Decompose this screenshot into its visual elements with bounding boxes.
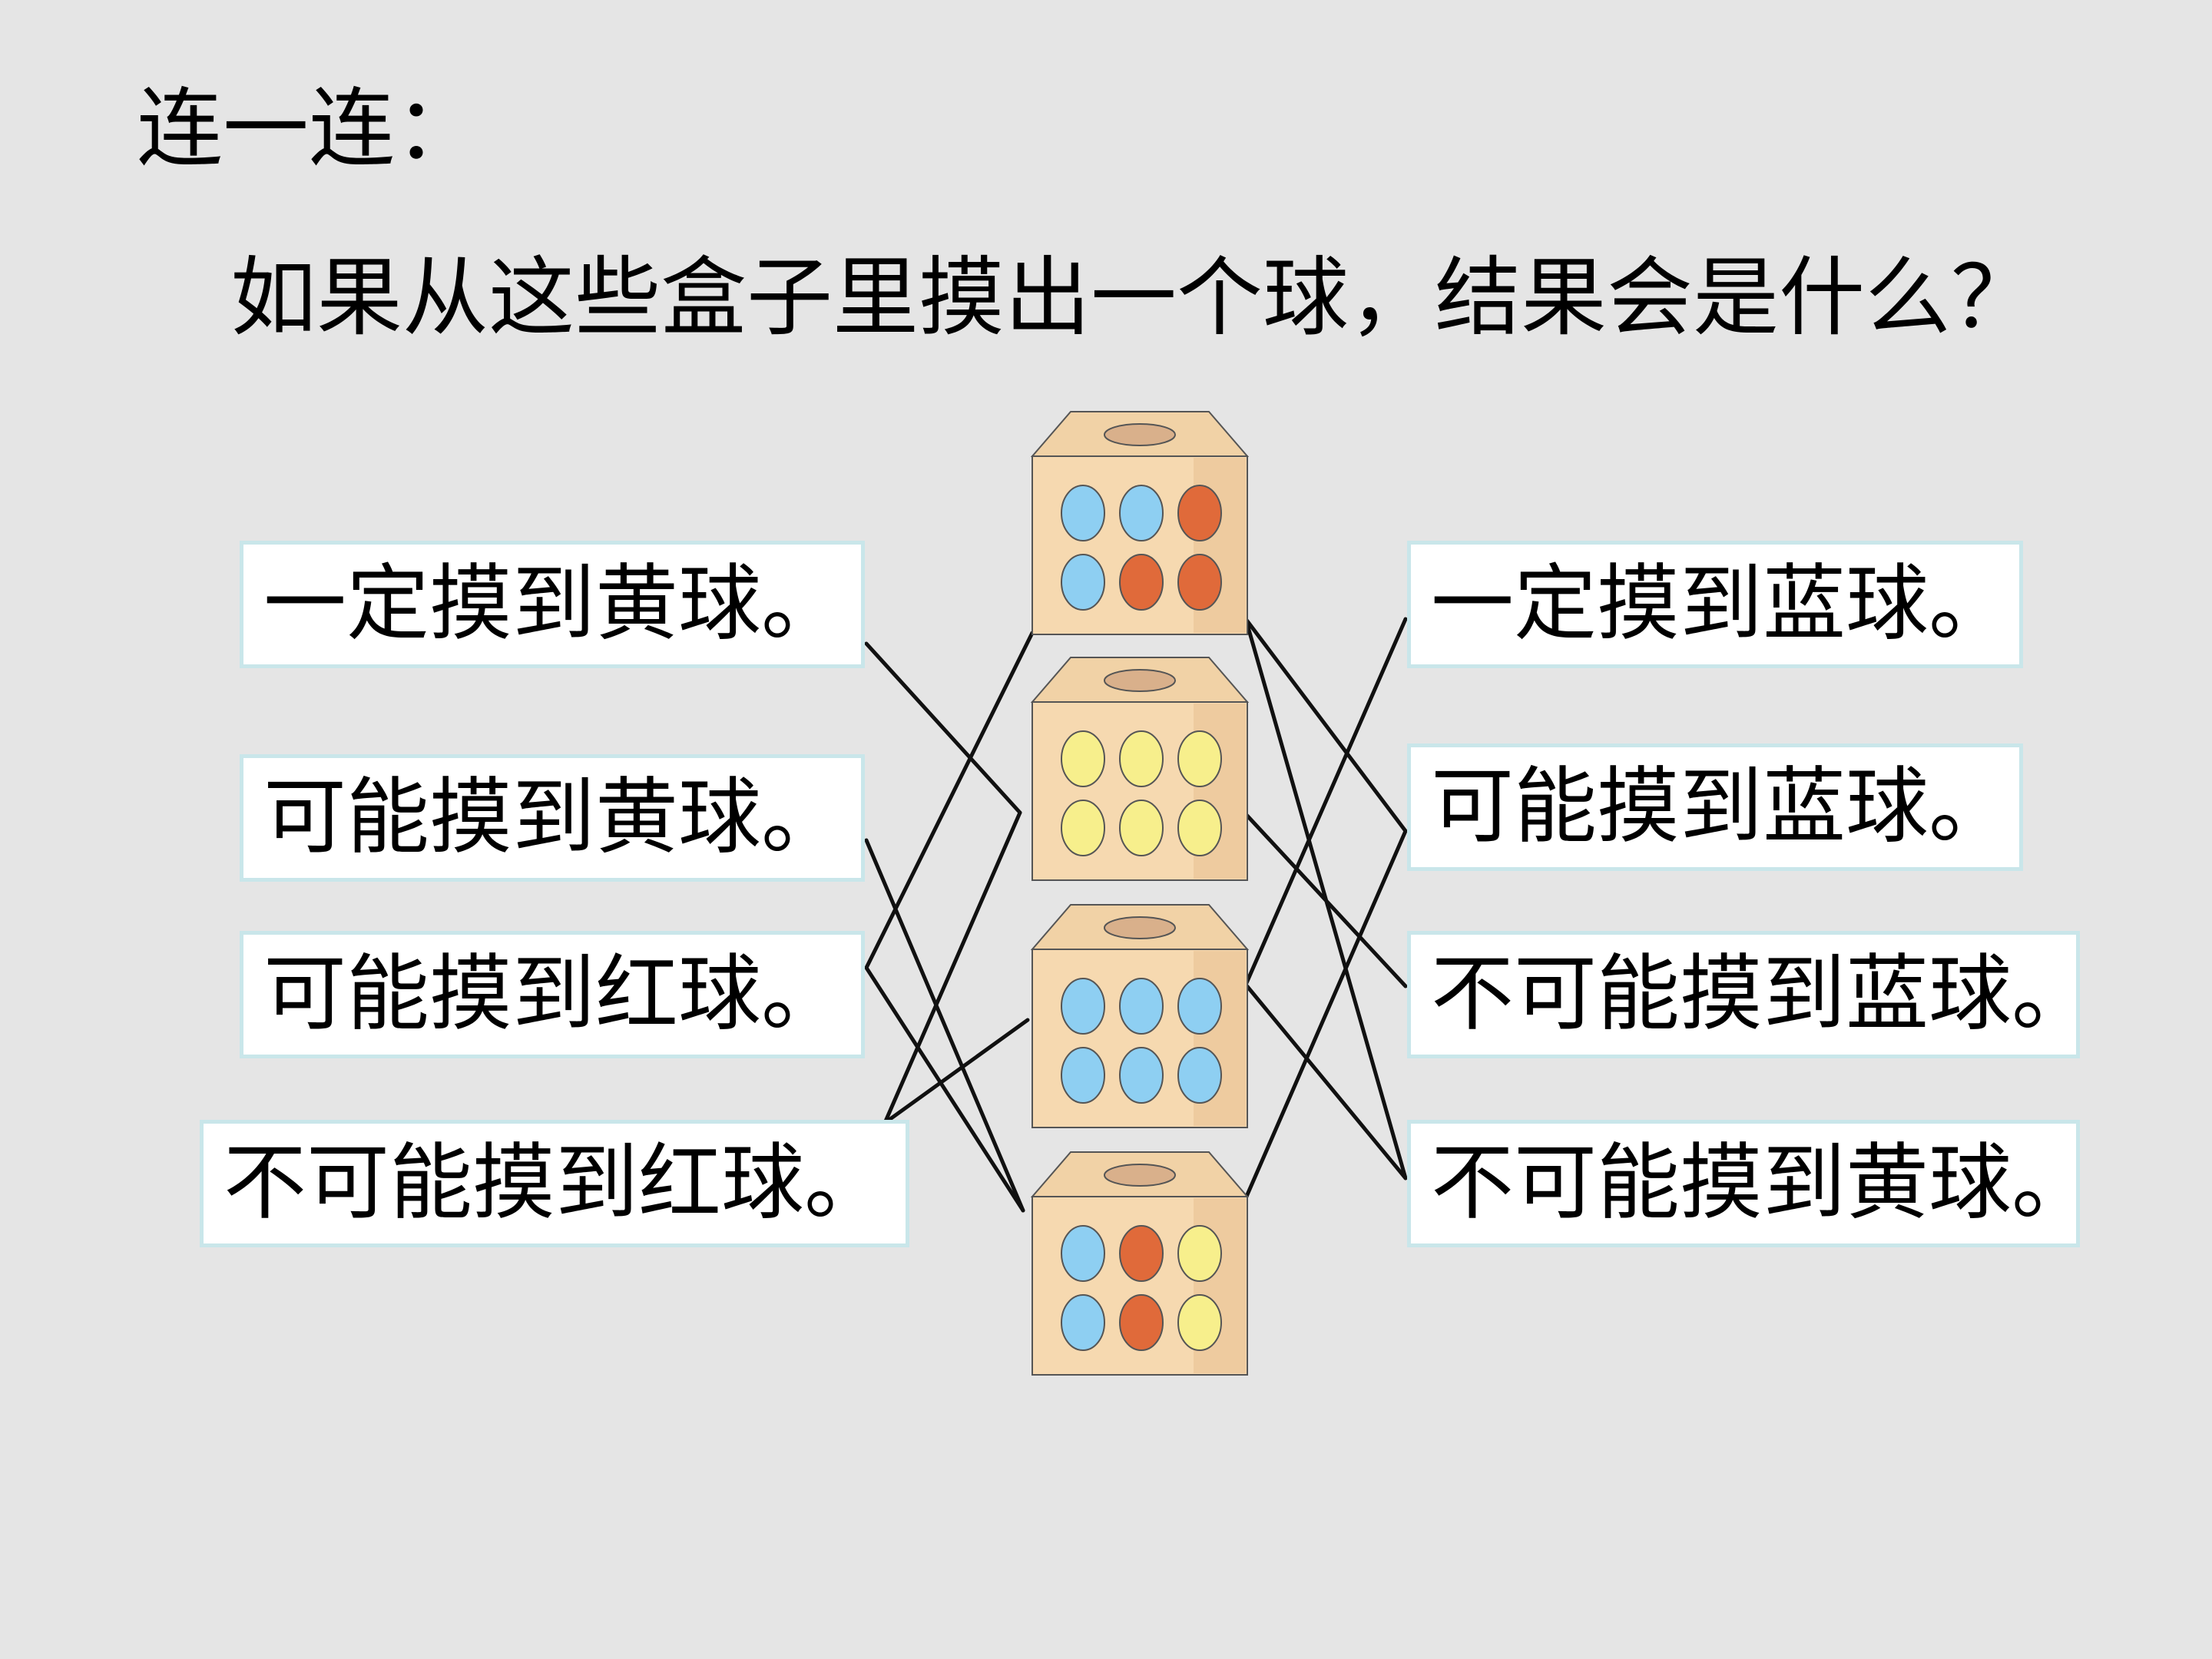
ball-blue <box>1061 1294 1105 1351</box>
ball-boxes <box>1030 411 1250 1376</box>
ball-blue <box>1061 1225 1105 1282</box>
ball-yellow <box>1177 1225 1222 1282</box>
ball-yellow <box>1177 800 1222 856</box>
ball-blue <box>1061 485 1105 541</box>
ball-blue <box>1119 1047 1164 1104</box>
left-option-4[interactable]: 不可能摸到红球。 <box>200 1120 909 1247</box>
box-hole <box>1104 916 1176 939</box>
connector-line-10 <box>1243 617 1408 987</box>
connector-line-2 <box>864 838 1025 1213</box>
ball-blue <box>1061 1047 1105 1104</box>
connector-line-3 <box>864 631 1035 970</box>
connector-line-7 <box>1243 617 1408 833</box>
box-hole <box>1104 669 1176 692</box>
ball-blue <box>1061 554 1105 611</box>
left-option-1[interactable]: 一定摸到黄球。 <box>240 541 865 668</box>
question-text: 如果从这些盒子里摸出一个球，结果会是什么？ <box>230 248 2037 348</box>
connector-line-5 <box>882 810 1022 1125</box>
exercise-heading: 连一连： <box>137 79 481 179</box>
connector-lines <box>864 617 1408 1213</box>
ball-red <box>1119 1294 1164 1351</box>
ball-blue <box>1119 485 1164 541</box>
ball-red <box>1177 554 1222 611</box>
ball-yellow <box>1119 730 1164 787</box>
right-option-4[interactable]: 不可能摸到黄球。 <box>1407 1120 2094 1247</box>
ball-red <box>1177 485 1222 541</box>
box-hole <box>1104 1164 1176 1187</box>
right-option-2[interactable]: 可能摸到蓝球。 <box>1407 743 2023 871</box>
connector-line-4 <box>864 965 1025 1213</box>
connector-line-1 <box>864 641 1022 815</box>
ball-blue <box>1177 1047 1222 1104</box>
box-hole <box>1104 423 1176 446</box>
ball-box-1 <box>1030 411 1250 635</box>
left-option-2[interactable]: 可能摸到黄球。 <box>240 754 865 882</box>
ball-yellow <box>1119 800 1164 856</box>
connector-line-9 <box>1243 812 1408 988</box>
ball-box-3 <box>1030 904 1250 1128</box>
connector-line-12 <box>1243 829 1408 1200</box>
connector-line-11 <box>1243 982 1408 1181</box>
ball-yellow <box>1061 730 1105 787</box>
ball-red <box>1119 554 1164 611</box>
left-option-3[interactable]: 可能摸到红球。 <box>240 931 865 1058</box>
ball-blue <box>1061 978 1105 1035</box>
ball-red <box>1119 1225 1164 1282</box>
right-option-3[interactable]: 不可能摸到蓝球。 <box>1407 931 2094 1058</box>
ball-blue <box>1119 978 1164 1035</box>
ball-blue <box>1177 978 1222 1035</box>
connector-line-6 <box>882 1018 1030 1125</box>
ball-yellow <box>1177 730 1222 787</box>
ball-box-2 <box>1030 657 1250 881</box>
right-option-1[interactable]: 一定摸到蓝球。 <box>1407 541 2023 668</box>
ball-yellow <box>1177 1294 1222 1351</box>
ball-yellow <box>1061 800 1105 856</box>
ball-box-4 <box>1030 1151 1250 1376</box>
